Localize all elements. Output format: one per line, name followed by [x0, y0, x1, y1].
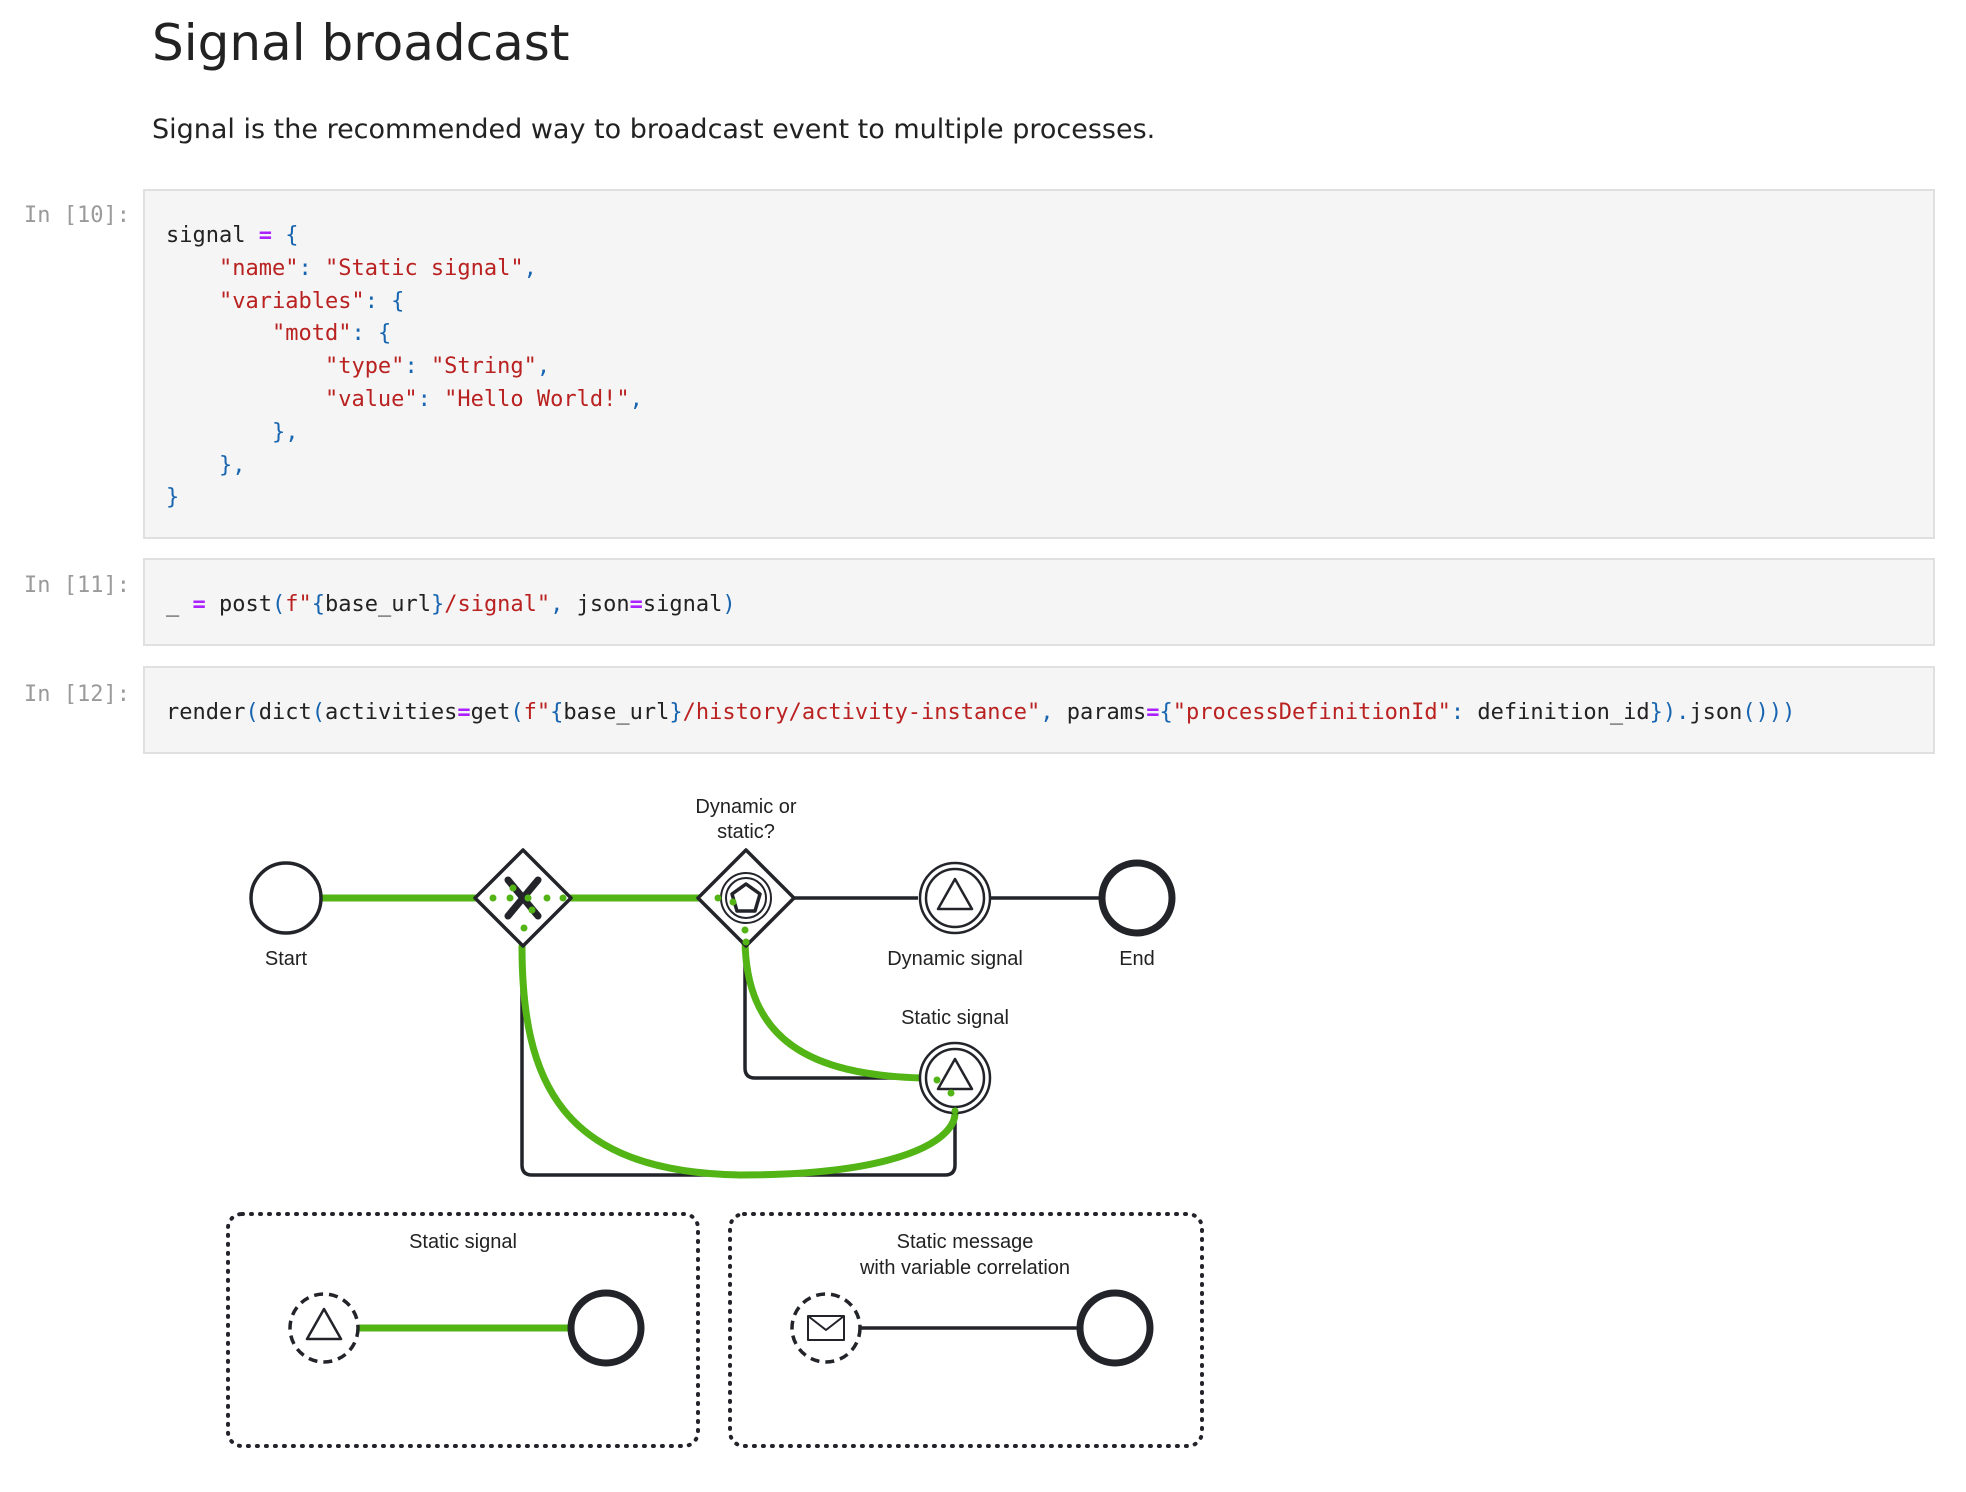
code-token: signal: [642, 592, 723, 617]
subprocess-title-static-signal: Static signal: [409, 1231, 517, 1253]
code-token: {: [285, 223, 299, 248]
code-token: _: [166, 592, 180, 617]
cell-prompt-10: In [10]:: [24, 203, 130, 228]
event-based-gateway[interactable]: [696, 848, 796, 948]
code-token: "name": [218, 255, 299, 281]
static-signal-event[interactable]: [918, 1041, 992, 1115]
signal-triangle-icon: [936, 1057, 974, 1091]
gateway-label-line1: Dynamic or: [695, 796, 796, 818]
code-token: },: [271, 419, 299, 445]
code-token: "motd": [271, 321, 352, 347]
code-cell-12[interactable]: render(dict(activities=get(f"{base_url}/…: [143, 666, 1935, 754]
event-subprocess-static-message[interactable]: [728, 1212, 1204, 1448]
code-token: f": [523, 700, 551, 725]
code-cell-11[interactable]: _ = post(f"{base_url}/signal", json=sign…: [143, 558, 1935, 646]
code-token: "value": [324, 386, 418, 412]
code-token: "Static signal": [324, 255, 524, 281]
code-token: "type": [324, 354, 405, 380]
page-title: Signal broadcast: [152, 14, 570, 72]
static-signal-label: Static signal: [901, 1007, 1009, 1029]
code-token: f": [285, 592, 312, 617]
code-token: },: [218, 452, 246, 478]
code-token: dict: [258, 700, 312, 725]
inactive-flows: [520, 896, 1100, 1330]
event-gateway-pentagon-icon: [730, 882, 762, 913]
exclusive-gateway[interactable]: [473, 848, 573, 948]
code-token: =: [258, 223, 272, 248]
end-label: End: [1119, 948, 1155, 970]
message-envelope-icon: [807, 1315, 845, 1341]
subprocess-title-line1: Static message: [897, 1231, 1034, 1253]
code-block-12: render(dict(activities=get(f"{base_url}/…: [166, 700, 1796, 725]
code-token: =: [192, 592, 206, 617]
start-label: Start: [265, 948, 308, 970]
code-block-11: _ = post(f"{base_url}/signal", json=sign…: [166, 592, 736, 617]
dynamic-signal-label: Dynamic signal: [887, 948, 1023, 970]
code-cell-10[interactable]: signal = { "name": "Static signal", "var…: [143, 189, 1935, 539]
code-token: "variables": [218, 288, 365, 314]
code-token: base_url: [563, 700, 670, 725]
exclusive-gateway-x-icon: [504, 876, 542, 920]
code-token: render: [166, 700, 246, 725]
page-subtitle: Signal is the recommended way to broadca…: [152, 114, 1156, 145]
signal-triangle-icon: [305, 1307, 343, 1341]
code-token: base_url: [324, 592, 431, 617]
code-token: json: [1689, 700, 1743, 725]
code-block-10: signal = { "name": "Static signal", "var…: [166, 223, 643, 511]
code-token: "Hello World!": [444, 386, 630, 412]
gateway-label-line2: static?: [717, 821, 775, 843]
code-token: activities: [324, 700, 458, 725]
code-token: definition_id: [1477, 700, 1650, 725]
code-token: /history/activity-instance": [682, 700, 1041, 725]
dynamic-signal-event[interactable]: [918, 861, 992, 935]
event-subprocess-static-signal[interactable]: [226, 1212, 700, 1448]
signal-triangle-icon: [936, 877, 974, 911]
code-token: json: [576, 592, 630, 617]
code-token: params: [1066, 700, 1147, 725]
code-token: get: [470, 700, 511, 725]
code-token: }: [166, 485, 180, 511]
code-token: signal: [166, 223, 246, 248]
code-token: "String": [430, 354, 537, 380]
code-token: post: [219, 592, 272, 617]
cell-prompt-12: In [12]:: [24, 682, 130, 707]
cell-prompt-11: In [11]:: [24, 573, 130, 598]
code-token: /signal": [444, 592, 551, 617]
subprocess-title-line2: with variable correlation: [859, 1257, 1070, 1279]
active-flows: [319, 894, 959, 1332]
start-event[interactable]: [249, 861, 323, 935]
code-token: "processDefinitionId": [1172, 700, 1451, 725]
end-event[interactable]: [1098, 859, 1176, 937]
